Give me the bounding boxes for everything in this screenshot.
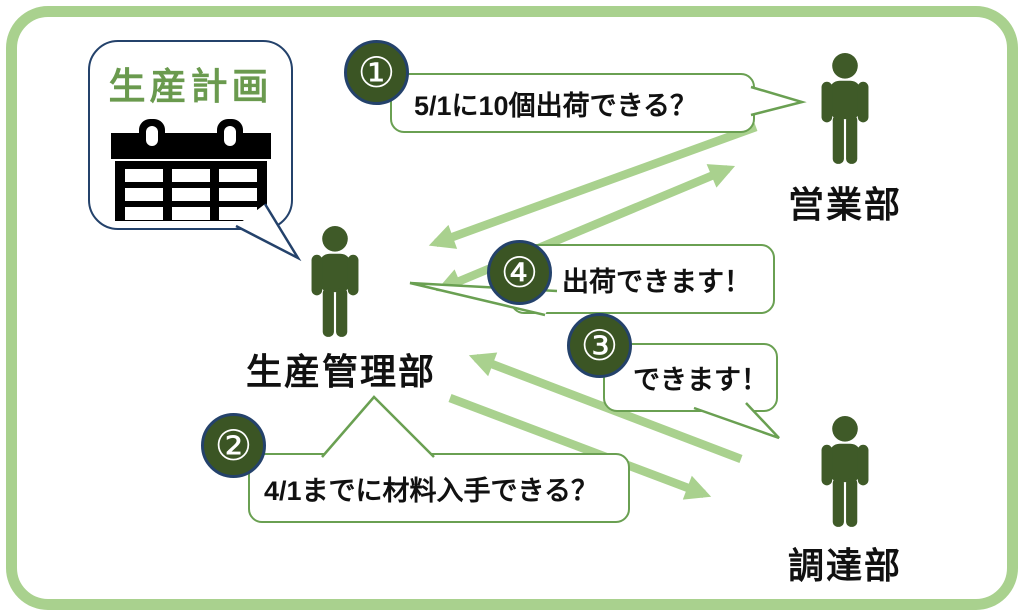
person-icon-procurement [821, 416, 869, 527]
message-text-1: 5/1に10個出荷できる？ [414, 90, 698, 121]
actor-label-procurement: 調達部 [787, 545, 902, 586]
plan-label: 生産計画 [108, 66, 273, 107]
calendar-glyph [110, 119, 271, 221]
step-badge-3: ③ [567, 313, 632, 378]
outer-frame [6, 6, 1018, 610]
person-glyph [821, 53, 869, 164]
message-text-3: できます！ [633, 365, 768, 395]
person-icon-sales [821, 53, 869, 164]
actor-label-sales: 営業部 [787, 184, 902, 225]
calendar-icon [110, 119, 271, 221]
message-bubble-1: 5/1に10個出荷できる？ [390, 73, 755, 133]
plan-callout: 生産計画 [88, 40, 293, 230]
message-text-2: 4/1までに材料入手できる？ [264, 475, 598, 506]
person-glyph [311, 226, 359, 337]
step-badge-2: ② [201, 413, 266, 478]
person-icon-production [311, 226, 359, 337]
message-bubble-2: 4/1までに材料入手できる？ [248, 453, 630, 523]
step-badge-1: ① [344, 40, 409, 105]
step-badge-4: ④ [487, 240, 552, 305]
message-text-4: 出荷できます！ [562, 266, 751, 297]
person-glyph [821, 416, 869, 527]
actor-label-production: 生産管理部 [245, 351, 436, 392]
